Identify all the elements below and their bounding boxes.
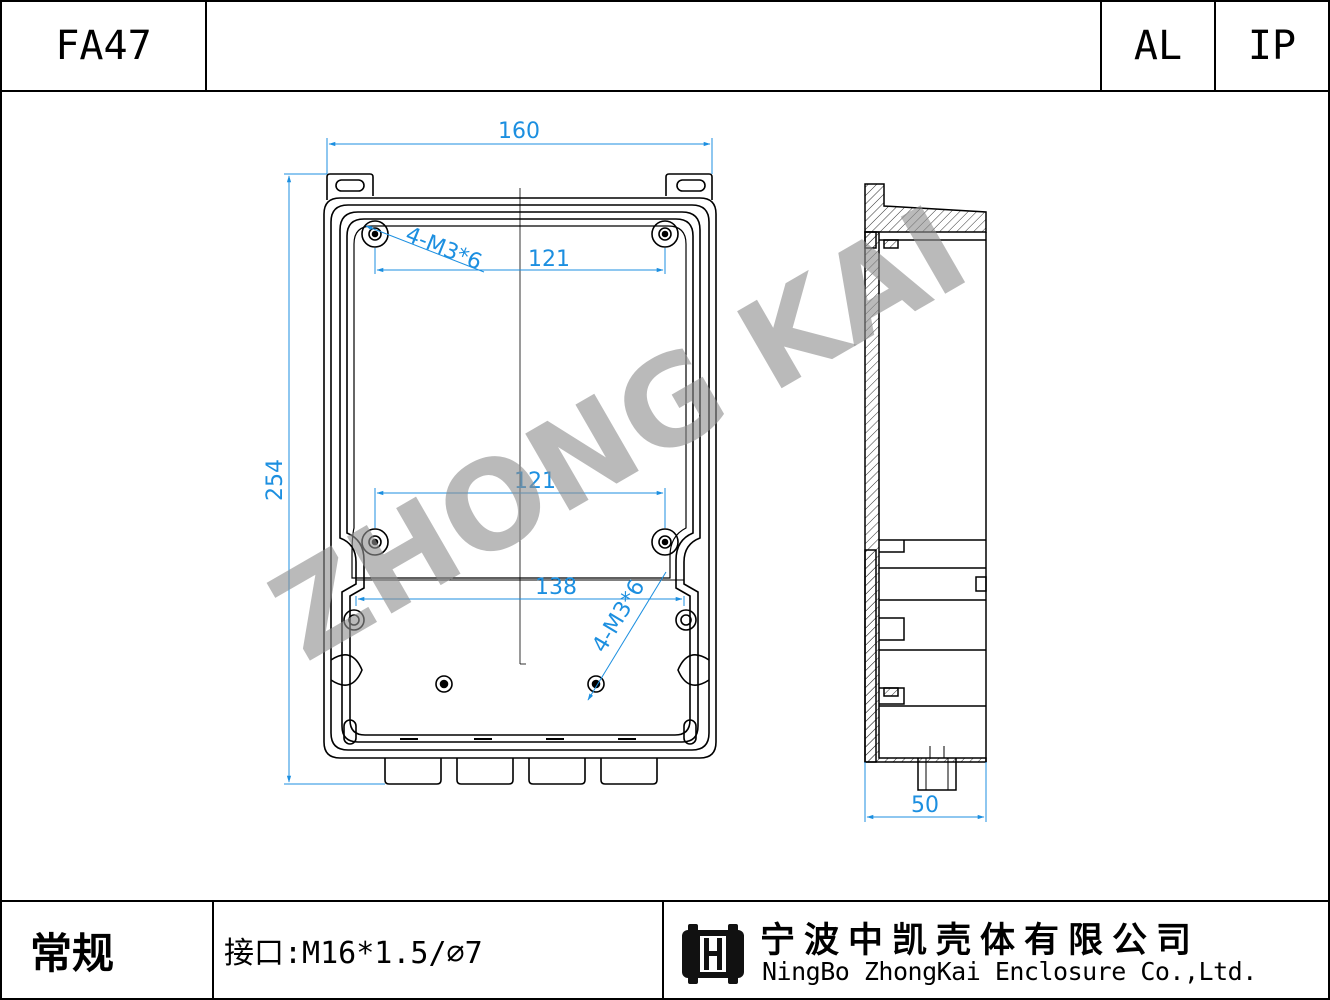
dimension-lines: [284, 138, 987, 822]
hole-span-top: 121: [528, 247, 570, 272]
front-view: [323, 173, 717, 785]
side-view: [864, 183, 987, 791]
port-spec: 接口:M16*1.5/⌀7: [224, 936, 483, 971]
series-label: 常规: [30, 928, 115, 978]
width-dimension: 160: [498, 119, 540, 144]
height-dimension: 254: [263, 459, 288, 501]
protection-rating: IP: [1247, 23, 1297, 69]
thread-note-top: 4-M3*6: [402, 222, 485, 275]
company-logo-icon: [682, 924, 744, 984]
company-name-en: NingBo ZhongKai Enclosure Co.,Ltd.: [762, 957, 1257, 986]
hole-span-bottom: 138: [535, 575, 577, 600]
company-name-cn: 宁波中凯壳体有限公司: [760, 921, 1201, 961]
hole-span-middle: 121: [514, 469, 556, 494]
material-code: AL: [1133, 23, 1183, 69]
model-number: FA47: [55, 23, 152, 69]
depth-dimension: 50: [911, 793, 939, 818]
company-block: 宁波中凯壳体有限公司 NingBo ZhongKai Enclosure Co.…: [664, 902, 1328, 998]
thread-note-bottom: 4-M3*6: [588, 576, 651, 657]
